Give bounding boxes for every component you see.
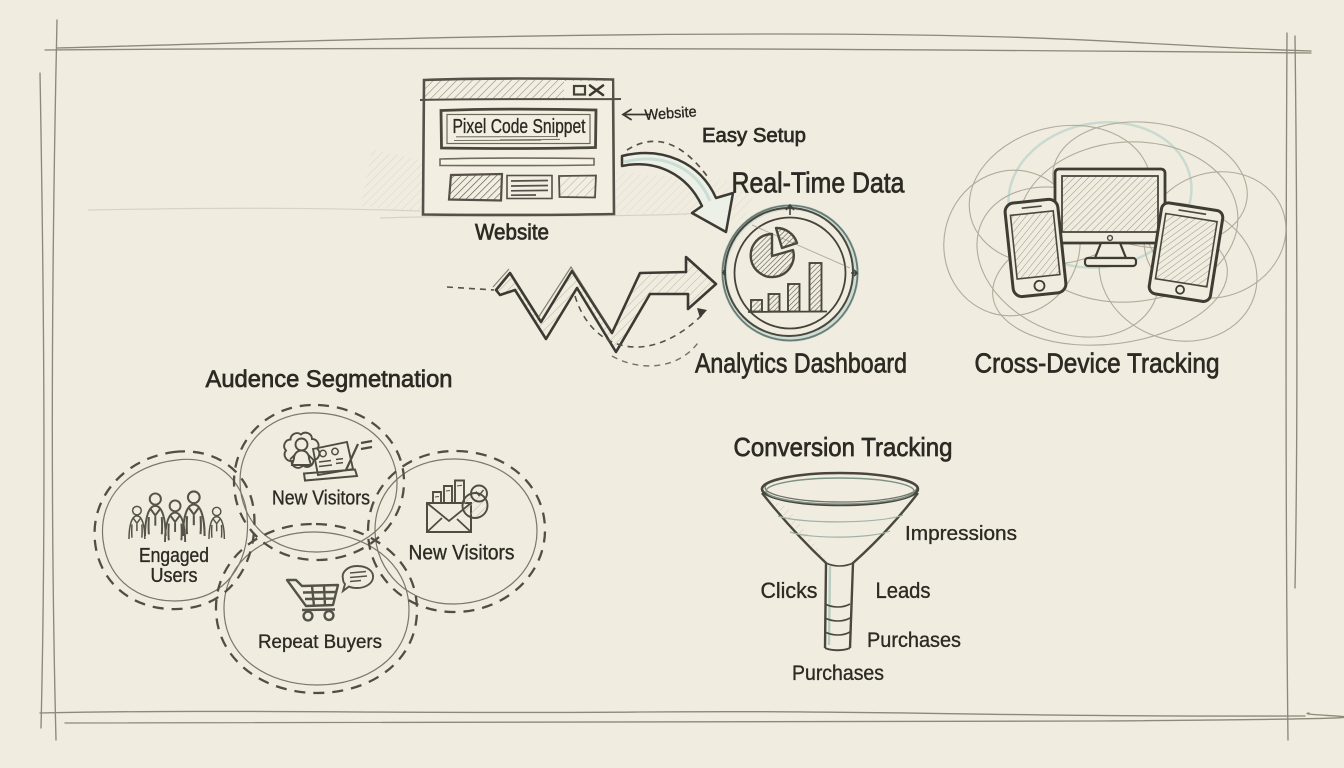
svg-text:Audence Segmetnation: Audence Segmetnation bbox=[206, 366, 453, 393]
svg-text:Repeat Buyers: Repeat Buyers bbox=[258, 632, 382, 653]
svg-text:Purchases: Purchases bbox=[792, 662, 884, 685]
svg-text:Purchases: Purchases bbox=[867, 629, 961, 652]
svg-text:Website: Website bbox=[475, 220, 549, 245]
svg-text:New Visitors: New Visitors bbox=[409, 542, 515, 565]
svg-text:Leads: Leads bbox=[876, 578, 931, 603]
svg-text:Pixel Code Snippet: Pixel Code Snippet bbox=[453, 116, 586, 138]
svg-text:Website: Website bbox=[644, 103, 697, 124]
svg-text:Easy Setup: Easy Setup bbox=[702, 125, 806, 147]
svg-text:Clicks: Clicks bbox=[761, 578, 818, 603]
svg-text:Users: Users bbox=[151, 565, 198, 587]
svg-text:Analytics Dashboard: Analytics Dashboard bbox=[695, 348, 907, 379]
svg-text:Real-Time Data: Real-Time Data bbox=[732, 168, 906, 200]
svg-text:Cross-Device Tracking: Cross-Device Tracking bbox=[975, 348, 1220, 379]
svg-text:New Visitors: New Visitors bbox=[272, 488, 370, 510]
svg-text:Conversion Tracking: Conversion Tracking bbox=[734, 432, 953, 462]
svg-text:Impressions: Impressions bbox=[905, 523, 1017, 545]
svg-text:Engaged: Engaged bbox=[139, 545, 209, 567]
